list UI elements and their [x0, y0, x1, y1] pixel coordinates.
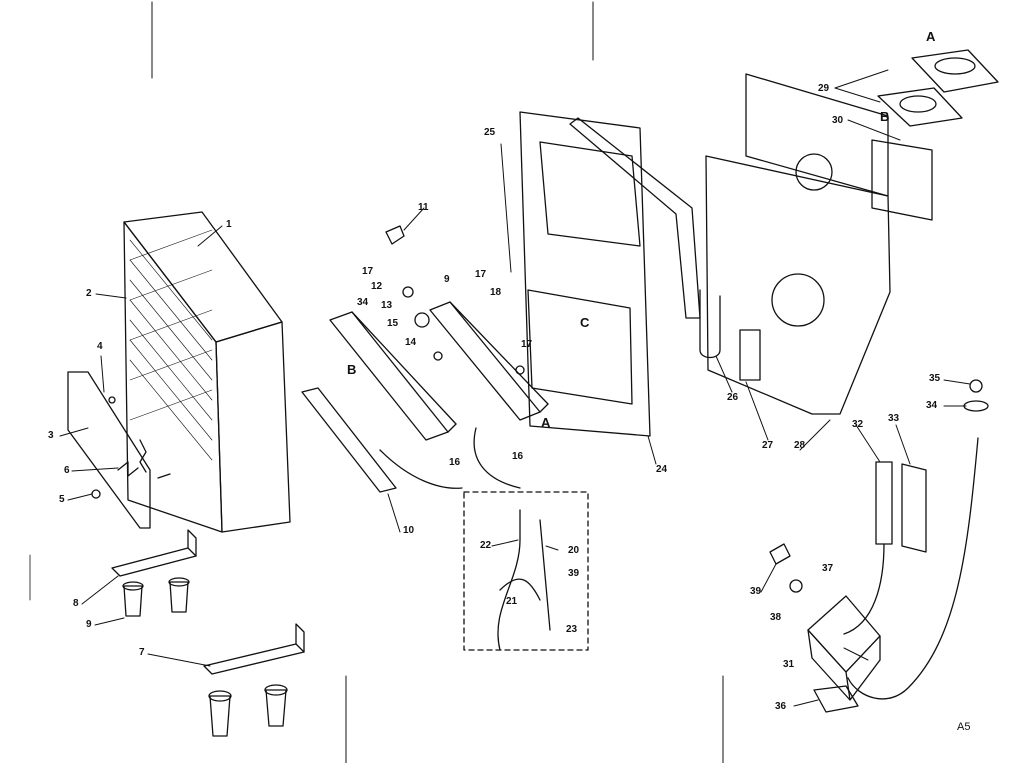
- callout-29: 29: [818, 83, 830, 94]
- callout-9b: 9: [444, 274, 450, 285]
- callout-36: 36: [775, 701, 787, 712]
- callout-34a: 34: [357, 297, 369, 308]
- callout-A-collar: A: [926, 29, 936, 44]
- callout-1: 1: [226, 219, 232, 230]
- callout-C: C: [580, 315, 590, 330]
- baffle-plate: [301, 387, 521, 493]
- callout-B-collar: B: [880, 109, 890, 124]
- callout-15: 15: [387, 318, 399, 329]
- callout-13: 13: [381, 300, 393, 311]
- controls: [769, 379, 989, 713]
- pilot-detail-box: [463, 491, 589, 651]
- callout-34b: 34: [926, 400, 938, 411]
- callout-16b: 16: [512, 451, 524, 462]
- callout-10: 10: [403, 525, 415, 536]
- callout-9: 9: [86, 619, 92, 630]
- callout-3: 3: [48, 430, 54, 441]
- callout-35: 35: [929, 373, 941, 384]
- callout-32: 32: [852, 419, 864, 430]
- callout-12: 12: [371, 281, 383, 292]
- callout-7: 7: [139, 647, 145, 658]
- leader-lines: [59, 69, 971, 707]
- callout-24: 24: [656, 464, 668, 475]
- callout-25: 25: [484, 127, 496, 138]
- callout-17c: 17: [521, 339, 533, 350]
- callout-6: 6: [64, 465, 70, 476]
- burner-assemblies: [329, 225, 549, 441]
- combustion-chamber: [519, 111, 701, 437]
- callout-11: 11: [418, 202, 429, 213]
- callout-28: 28: [794, 440, 806, 451]
- callout-B-burner: B: [347, 362, 357, 377]
- callout-37: 37: [822, 563, 834, 574]
- side-panel: [67, 371, 171, 529]
- callout-2: 2: [86, 288, 92, 299]
- callout-22: 22: [480, 540, 492, 551]
- callout-23: 23: [566, 624, 578, 635]
- scan-marks: [29, 1, 724, 763]
- callout-A-burner: A: [541, 415, 551, 430]
- callout-16a: 16: [449, 457, 461, 468]
- callout-21: 21: [506, 596, 518, 607]
- callout-18: 18: [490, 287, 502, 298]
- callout-26: 26: [727, 392, 739, 403]
- callout-14: 14: [405, 337, 417, 348]
- callout-39a: 39: [568, 568, 580, 579]
- casing-box: [123, 211, 291, 533]
- callout-8: 8: [73, 598, 79, 609]
- callout-27: 27: [762, 440, 774, 451]
- callout-31: 31: [783, 659, 795, 670]
- callout-30: 30: [832, 115, 844, 126]
- callout-5: 5: [59, 494, 65, 505]
- callout-20: 20: [568, 545, 580, 556]
- callout-17b: 17: [475, 269, 487, 280]
- callout-17a: 17: [362, 266, 374, 277]
- callout-39b: 39: [750, 586, 762, 597]
- figure-tag: A5: [957, 721, 971, 733]
- flue-collars: [871, 49, 999, 221]
- callout-4: 4: [97, 341, 103, 352]
- back-panel: [699, 73, 891, 415]
- callout-38: 38: [770, 612, 782, 623]
- callout-33: 33: [888, 413, 900, 424]
- leg-brackets: [111, 529, 305, 737]
